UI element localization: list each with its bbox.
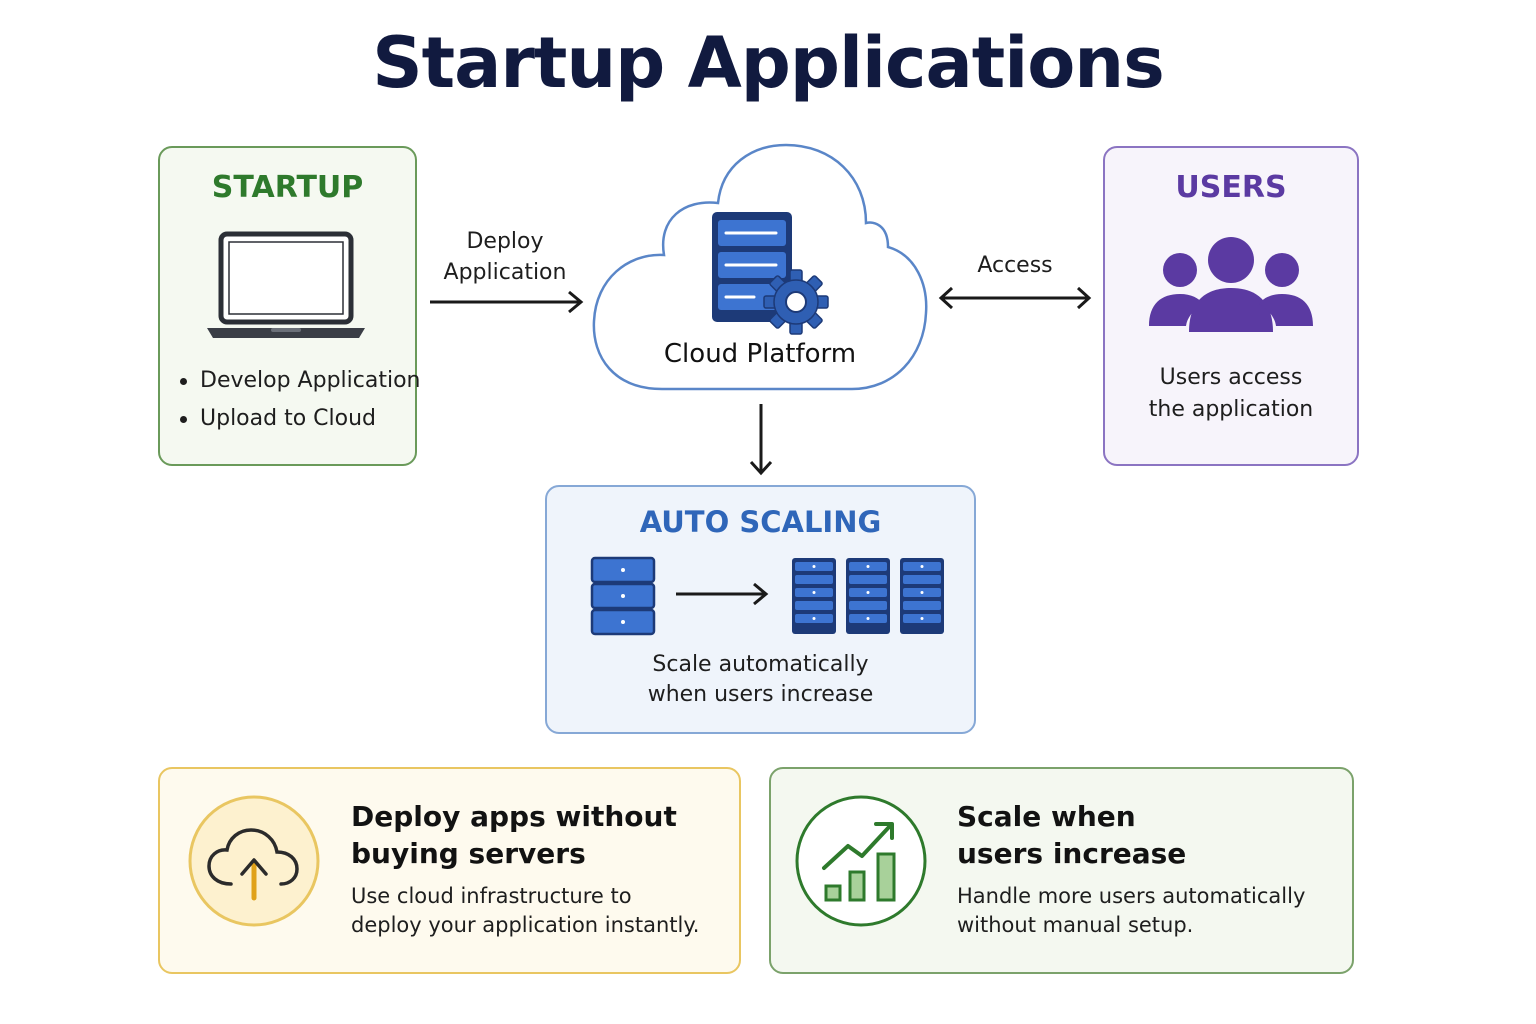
users-desc-line1: Users access [1159,365,1303,390]
scale-text-line2: without manual setup. [957,913,1194,937]
deploy-card-text: Use cloud infrastructure to deploy your … [351,882,731,940]
auto-scaling-description: Scale automatically when users increase [545,650,976,710]
access-arrow [938,286,1092,310]
users-title: USERS [1175,170,1287,205]
laptop-icon [207,231,365,338]
single-server-icon [590,556,656,636]
startup-bullets: Develop Application Upload to Cloud [178,362,420,438]
scale-heading-line1: Scale when [957,800,1136,833]
users-desc-line2: the application [1148,397,1314,422]
scale-arrow [676,582,769,606]
auto-scaling-title: AUTO SCALING [639,505,882,539]
deploy-label-line1: Deploy [466,229,544,254]
bullet-develop: Develop Application [178,362,420,400]
scale-card-heading: Scale when users increase [957,798,1327,872]
auto-scaling-desc-line2: when users increase [647,682,874,707]
deploy-label-line2: Application [443,260,567,285]
scale-card-text: Handle more users automatically without … [957,882,1337,940]
users-description: Users access the application [1103,362,1359,426]
deploy-text-line2: deploy your application instantly. [351,913,700,937]
down-arrow [749,404,773,476]
deploy-arrow-label: Deploy Application [430,226,580,288]
deploy-heading-line1: Deploy apps without [351,800,677,833]
cloud-upload-icon [188,795,320,927]
deploy-card-heading: Deploy apps without buying servers [351,798,721,872]
auto-scaling-desc-line1: Scale automatically [652,652,869,677]
multiple-servers-icon [792,558,944,634]
growth-chart-icon [795,795,927,927]
deploy-heading-line2: buying servers [351,837,586,870]
deploy-arrow [430,290,584,314]
users-group-icon [1149,237,1313,332]
page-title: Startup Applications [372,22,1165,104]
scale-text-line1: Handle more users automatically [957,884,1306,908]
server-gear-icon [712,212,829,335]
cloud-platform-label: Cloud Platform [663,339,857,369]
deploy-text-line1: Use cloud infrastructure to [351,884,632,908]
bullet-upload: Upload to Cloud [178,400,420,438]
scale-heading-line2: users increase [957,837,1187,870]
access-arrow-label: Access [977,253,1053,278]
startup-title: STARTUP [211,170,364,205]
